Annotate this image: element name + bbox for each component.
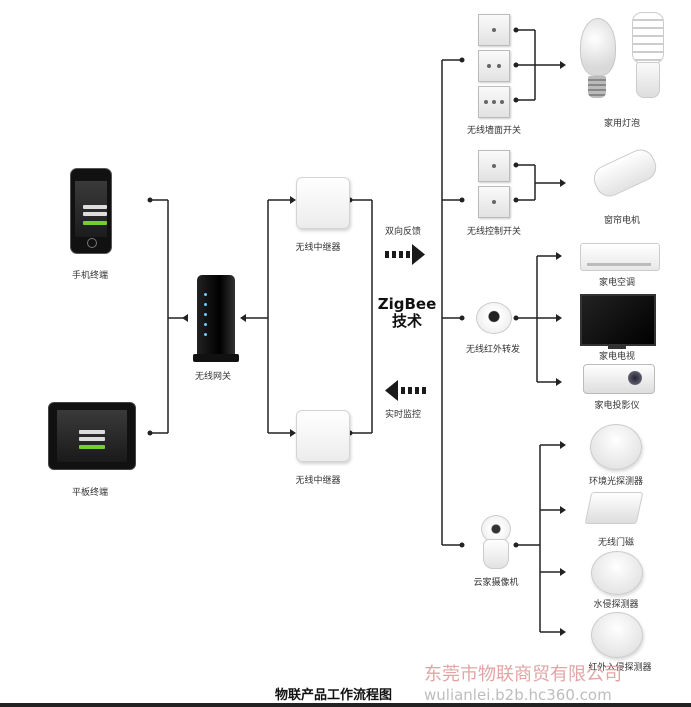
- wall-switch-3-image: [478, 86, 510, 118]
- feedback-label: 双向反馈: [384, 227, 422, 237]
- mobile-terminal-label: 手机终端: [71, 271, 109, 281]
- projector-image: [583, 364, 655, 394]
- tablet-terminal-label: 平板终端: [71, 488, 109, 498]
- light-bulb-image: [580, 18, 616, 76]
- pir-sensor-image: [591, 612, 643, 658]
- repeater-bottom-image: [296, 410, 350, 462]
- wall-switch-1-image: [478, 14, 510, 46]
- camera-label: 云家摄像机: [473, 578, 519, 588]
- home-light-label: 家用灯泡: [603, 119, 641, 129]
- gateway-label: 无线网关: [194, 372, 232, 382]
- mobile-phone-image: [70, 168, 112, 254]
- zigbee-title-line1: ZigBee: [377, 295, 437, 313]
- wall-switch-label: 无线墙面开关: [466, 126, 522, 136]
- air-conditioner-label: 家电空调: [598, 278, 636, 288]
- camera-image: [478, 515, 512, 569]
- water-sensor-image: [591, 551, 643, 595]
- tv-image: [580, 294, 656, 346]
- cfl-bulb-image: [632, 12, 664, 64]
- arrow-right-icon: [385, 244, 425, 265]
- monitor-label: 实时监控: [384, 410, 422, 420]
- door-sensor-image: [584, 492, 644, 524]
- watermark-url: wulianlei.b2b.hc360.com: [424, 686, 612, 704]
- ir-transponder-label: 无线红外转发: [465, 345, 521, 355]
- zigbee-title-line2: 技术: [391, 312, 422, 330]
- control-switch-2-image: [478, 186, 510, 218]
- zigbee-title: ZigBee 技术: [373, 296, 441, 330]
- tv-stand-image: [608, 344, 626, 349]
- diagram-title: 物联产品工作流程图: [275, 688, 393, 703]
- curtain-motor-label: 窗帘电机: [603, 216, 641, 226]
- tablet-image: [48, 402, 136, 470]
- air-conditioner-image: [580, 243, 660, 271]
- cfl-bulb-base-image: [636, 62, 660, 98]
- ambient-sensor-label: 环境光探测器: [588, 477, 644, 487]
- arrow-left-icon: [385, 380, 426, 401]
- control-switch-1-image: [478, 150, 510, 182]
- door-sensor-label: 无线门磁: [597, 538, 635, 548]
- ambient-sensor-image: [590, 424, 642, 470]
- ir-transponder-image: [476, 302, 512, 334]
- pir-sensor-label: 红外入侵探测器: [588, 663, 652, 673]
- bottom-strip: [0, 703, 691, 707]
- repeater-top-label: 无线中继器: [295, 243, 341, 253]
- light-bulb-base-image: [588, 76, 606, 98]
- repeater-bottom-label: 无线中继器: [295, 476, 341, 486]
- wall-switch-2-image: [478, 50, 510, 82]
- watermark-company: 东莞市物联商贸有限公司: [424, 664, 622, 685]
- tv-label: 家电电视: [598, 352, 636, 362]
- control-switch-label: 无线控制开关: [466, 227, 522, 237]
- water-sensor-label: 水侵探测器: [593, 600, 639, 610]
- gateway-image: [193, 275, 239, 362]
- repeater-top-image: [296, 177, 350, 229]
- projector-label: 家电投影仪: [594, 401, 640, 411]
